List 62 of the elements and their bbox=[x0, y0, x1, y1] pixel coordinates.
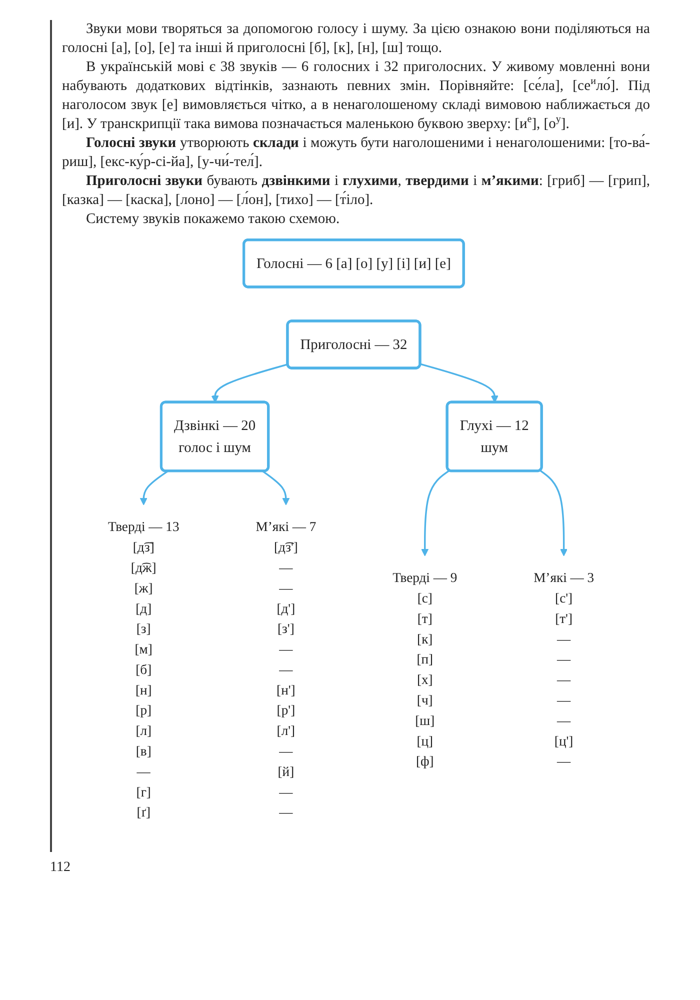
node-label: [з] bbox=[136, 622, 151, 637]
node-text: Тверді — 13 bbox=[108, 520, 180, 535]
node-label: — bbox=[279, 744, 293, 759]
arrow bbox=[540, 470, 568, 556]
node-label: [в] bbox=[136, 744, 152, 759]
node-label: [н] bbox=[135, 683, 152, 698]
node-text: Тверді — 9 bbox=[392, 571, 458, 586]
node-label: [н'] bbox=[276, 683, 296, 698]
node-label: [ч] bbox=[416, 693, 433, 708]
arrow bbox=[421, 470, 450, 556]
arrow bbox=[140, 470, 168, 506]
page-number: 112 bbox=[50, 860, 72, 876]
paragraph: Систему звуків покажемо такою схемою. bbox=[85, 210, 341, 229]
paragraph: Голосні звуки утворюють склади і можуть бути наголошеними і ненаголошеними: [то-ва́-риш], [екс-ку́р-сі-йа], [у-чи́-тел́]. bbox=[62, 134, 650, 172]
arrow bbox=[420, 363, 498, 403]
paragraph: Звуки мови творяться за допомогою голосу і шуму. За цією ознакою вони поділяються на голосні [а], [о], [е] та інші й приголосні [б], [к], [н], [ш] тощо. bbox=[62, 20, 650, 58]
node-label: [ф] bbox=[416, 754, 434, 770]
node-label: [ц'] bbox=[554, 734, 574, 749]
node-label: — bbox=[557, 632, 571, 647]
node-label: [з'] bbox=[278, 622, 294, 637]
node-label: [м] bbox=[134, 642, 152, 657]
node-label: [к] bbox=[417, 632, 433, 647]
node-label: [ж] bbox=[134, 581, 153, 596]
node-label: — bbox=[279, 806, 293, 820]
node-label: — bbox=[279, 785, 293, 800]
node-label: — bbox=[557, 652, 571, 668]
arrow bbox=[211, 363, 288, 403]
node-label: [г] bbox=[136, 785, 151, 800]
node-label: [б] bbox=[136, 662, 152, 678]
node-label: [п] bbox=[416, 652, 434, 668]
node-label: [л] bbox=[136, 724, 152, 738]
arrow bbox=[262, 470, 290, 506]
node-label: [ш] bbox=[415, 714, 435, 728]
node-text: М’які — 3 bbox=[534, 571, 594, 586]
node-label: — bbox=[557, 714, 571, 728]
node-label: [й] bbox=[278, 764, 294, 780]
node-text: М’які — 7 bbox=[256, 520, 316, 535]
node-label: [д͡ж] bbox=[130, 560, 156, 576]
node-label: — bbox=[557, 754, 571, 770]
node-label: — bbox=[279, 662, 293, 678]
node-label: [д] bbox=[136, 602, 152, 616]
node-label: [т'] bbox=[555, 612, 573, 626]
node-label: [с] bbox=[417, 592, 432, 606]
node-label: [л'] bbox=[276, 724, 296, 738]
node-label: — bbox=[136, 764, 150, 780]
node-label: [ц] bbox=[416, 734, 434, 749]
node-label: [ґ] bbox=[136, 806, 151, 820]
node-label: — bbox=[279, 581, 293, 596]
paragraph: В українській мові є 38 звуків — 6 голосних і 32 приголосних. У живому мовленні вони набувають додаткових відтінків, зазнають певних змін. Порівняйте: [се́ла], [се$^{и}$ло́]. Під наголосом звук [е] вимовляється чітко, а в ненаголошеному складі вимовою наближається до [и]. У транскрипції така вимова позначається маленькою буквою зверху: [и$^{е}$], [о$^{у}$]. bbox=[62, 58, 650, 134]
node-label: [с'] bbox=[555, 592, 573, 606]
node-label: [х] bbox=[416, 673, 433, 688]
node-label: — bbox=[557, 673, 571, 688]
node-label: [р'] bbox=[276, 704, 296, 718]
node-label: [д͡з] bbox=[132, 540, 154, 555]
paragraph: Приголосні звуки бувають дзвінкими і глухими, твердими і м’якими: [гриб] — [грип], [казка] — [каска], [лоно] — [л́он], [тихо] — [т́іло]. bbox=[62, 172, 650, 210]
node-label: [д͡з'] bbox=[274, 540, 298, 555]
node-label: [д'] bbox=[276, 602, 296, 616]
node-label: [р] bbox=[136, 704, 152, 718]
node-label: — bbox=[279, 642, 293, 657]
node-label: — bbox=[557, 693, 571, 708]
node-label: — bbox=[279, 560, 293, 576]
node-label: [т] bbox=[417, 612, 432, 626]
